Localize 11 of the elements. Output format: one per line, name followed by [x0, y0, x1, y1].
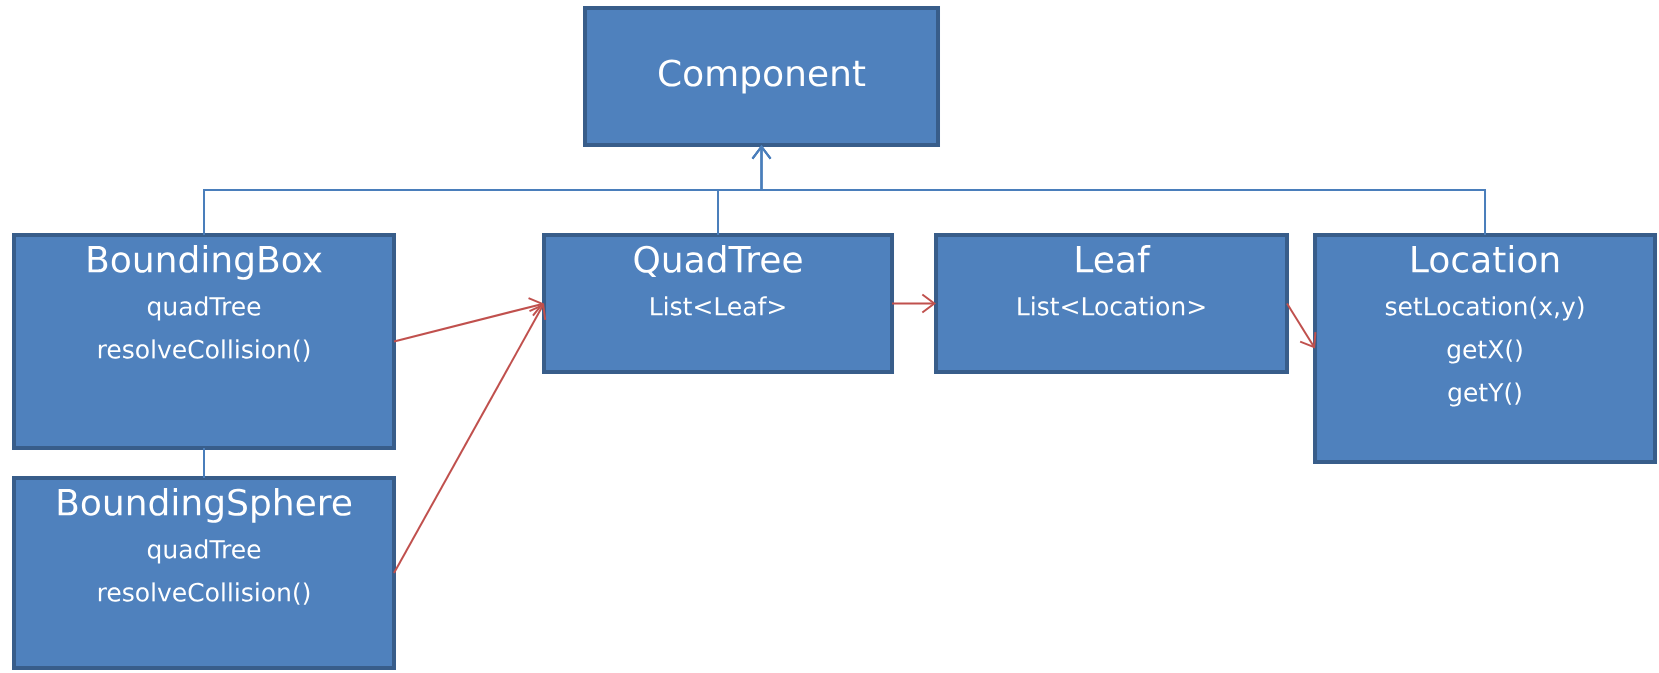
arrow — [1286, 302, 1317, 349]
class-box: QuadTree List<Leaf> — [542, 233, 894, 374]
arrow — [393, 297, 544, 343]
class-box: BoundingBox quadTree resolveCollision() — [12, 233, 396, 450]
arrow — [891, 293, 936, 314]
class-box: Leaf List<Location> — [934, 233, 1289, 374]
class-box: Location setLocation(x,y) getX() getY() — [1313, 233, 1657, 464]
class-box: Component — [583, 6, 940, 147]
arrow — [393, 303, 547, 574]
class-box: BoundingSphere quadTree resolveCollision() — [12, 476, 396, 670]
arrow — [751, 145, 1486, 236]
